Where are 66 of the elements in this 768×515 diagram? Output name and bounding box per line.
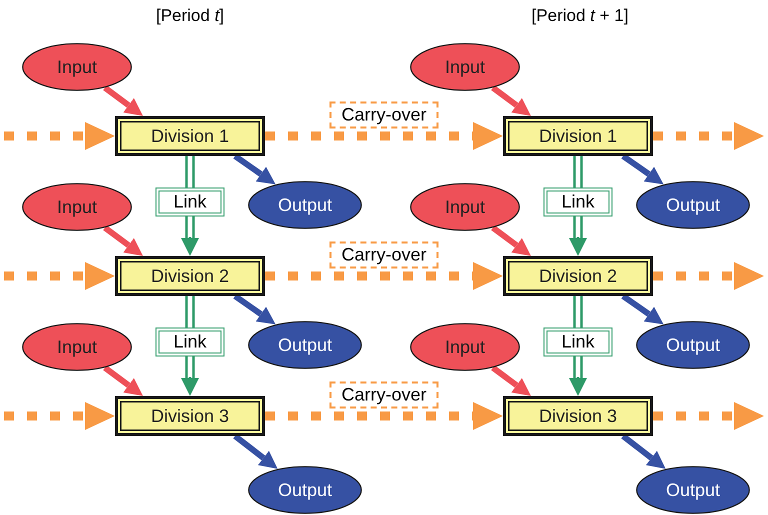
edge-label: Link [155, 328, 225, 356]
dotted-arrow [265, 262, 503, 290]
output-ellipse [248, 321, 362, 369]
division-box [503, 256, 653, 296]
edge-label: Carry-over [330, 102, 438, 128]
node-label: Input [56, 196, 98, 218]
node-label: Division 1 [538, 126, 618, 146]
edge-label: Link [155, 188, 225, 216]
dotted-arrow [265, 122, 503, 150]
node-label: Input [56, 336, 98, 358]
input-ellipse [22, 43, 132, 91]
node-label: Input [444, 56, 486, 78]
node-label: Division 1 [150, 126, 230, 146]
arrow [621, 294, 664, 324]
edge-label: Carry-over [330, 242, 438, 268]
period-heading: [Period t] [156, 6, 224, 26]
input-ellipse [410, 323, 520, 371]
dotted-arrow [4, 122, 115, 150]
output-ellipse [636, 321, 750, 369]
node-label: Output [666, 480, 720, 500]
arrow [621, 154, 664, 184]
input-ellipse [22, 183, 132, 231]
dotted-arrow [653, 262, 764, 290]
arrow [621, 434, 666, 469]
arrow [103, 365, 143, 396]
period-heading: [Period t + 1] [532, 6, 628, 26]
edge-label: Link [543, 328, 613, 356]
arrow [233, 294, 276, 324]
division-box [115, 256, 265, 296]
node-label: Output [666, 194, 720, 216]
dotted-arrow [4, 402, 115, 430]
division-box [503, 116, 653, 156]
input-ellipse [22, 323, 132, 371]
input-ellipse [410, 43, 520, 91]
dotted-arrow [653, 122, 764, 150]
node-label: Input [56, 56, 98, 78]
edge-label: Carry-over [330, 382, 438, 408]
output-ellipse [248, 181, 362, 229]
arrow [233, 434, 278, 469]
node-label: Division 2 [538, 266, 618, 286]
node-label: Output [278, 480, 332, 500]
division-box [503, 396, 653, 436]
arrow [491, 225, 531, 256]
arrow [491, 365, 531, 396]
dotted-arrow [653, 402, 764, 430]
arrow [103, 85, 143, 116]
arrow [103, 225, 143, 256]
node-label: Output [666, 334, 720, 356]
node-label: Output [278, 194, 332, 216]
division-box [115, 396, 265, 436]
output-ellipse [636, 466, 750, 514]
dotted-arrow [265, 402, 503, 430]
output-ellipse [636, 181, 750, 229]
arrow [491, 85, 531, 116]
node-label: Output [278, 334, 332, 356]
dotted-arrow [4, 262, 115, 290]
node-label: Division 2 [150, 266, 230, 286]
node-label: Division 3 [538, 406, 618, 426]
division-box [115, 116, 265, 156]
node-label: Division 3 [150, 406, 230, 426]
output-ellipse [248, 466, 362, 514]
node-label: Input [444, 196, 486, 218]
node-label: Input [444, 336, 486, 358]
arrow [233, 154, 276, 184]
input-ellipse [410, 183, 520, 231]
edge-label: Link [543, 188, 613, 216]
